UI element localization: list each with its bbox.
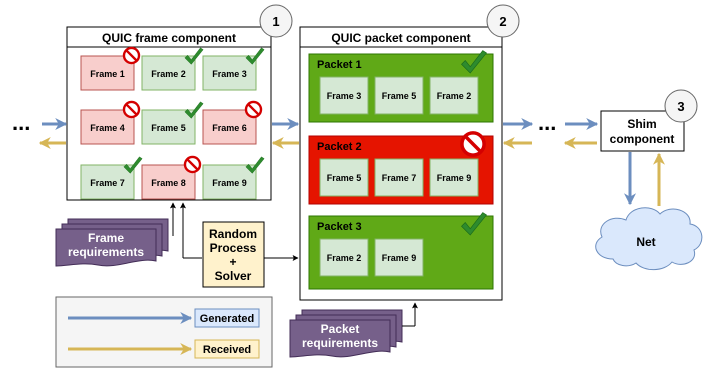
packet-stack: Packet 1 Frame 3 Frame 5 Frame 2 Packet 2 Fra… [308, 50, 494, 290]
svg-text:Frame: Frame [88, 231, 124, 245]
frame-label: Frame 1 [90, 69, 125, 79]
frame-box: Frame 3 [202, 47, 265, 91]
svg-text:Packet: Packet [321, 322, 360, 336]
frame-label: Frame 8 [151, 178, 186, 188]
legend-received-label: Received [203, 344, 251, 356]
packet-label: Packet 2 [317, 141, 362, 153]
ellipsis-left: ... [12, 110, 30, 135]
packet-box: Packet 3 Frame 2 Frame 9 [308, 212, 494, 290]
prohibited-icon [122, 46, 141, 65]
packet-frame-box [319, 238, 369, 277]
svg-text:3: 3 [677, 99, 684, 114]
frame-box: Frame 2 [141, 47, 204, 91]
packet-frame-label: Frame 3 [327, 91, 362, 101]
packet-frame-label: Frame 9 [382, 253, 417, 263]
legend-generated-label: Generated [200, 313, 254, 325]
packet-frame-box [429, 158, 479, 197]
frame-box: Frame 1 [80, 46, 141, 91]
frame-box: Frame 6 [202, 100, 263, 145]
solver-box: Random Process + Solver [202, 221, 265, 288]
prohibited-icon [244, 100, 263, 119]
net-cloud: Net [595, 207, 703, 271]
packet-component: QUIC packet component Packet 1 Frame 3 Fra… [299, 26, 503, 301]
packet-label: Packet 1 [317, 59, 362, 71]
frame-label: Frame 9 [212, 178, 247, 188]
legend: Generated Received [55, 296, 273, 368]
packet-frame-label: Frame 9 [437, 173, 472, 183]
packet-frame-box [319, 158, 369, 197]
svg-text:Shim: Shim [627, 117, 656, 131]
prohibited-icon [460, 131, 486, 157]
packet-frame-box [374, 158, 424, 197]
packet-frame-label: Frame 2 [327, 253, 362, 263]
packet-component-title: QUIC packet component [331, 31, 470, 45]
svg-text:Process: Process [210, 241, 257, 255]
badge-1: 1 [259, 4, 293, 38]
badge-2: 2 [486, 4, 520, 38]
packet-frame-box [374, 76, 424, 115]
frame-box: Frame 9 [202, 156, 265, 200]
packet-box: Packet 2 Frame 5 Frame 7 Frame 9 [308, 131, 494, 205]
prohibited-icon [183, 155, 202, 174]
packet-frame-label: Frame 7 [382, 173, 417, 183]
packet-box: Packet 1 Frame 3 Frame 5 Frame 2 [308, 50, 494, 123]
frame-box: Frame 4 [80, 100, 141, 145]
frame-label: Frame 5 [151, 123, 186, 133]
svg-text:Random: Random [209, 227, 257, 241]
frame-label: Frame 4 [90, 123, 125, 133]
svg-text:Solver: Solver [215, 269, 252, 283]
frame-box: Frame 5 [141, 101, 204, 145]
frame-label: Frame 3 [212, 69, 247, 79]
frame-box: Frame 8 [141, 155, 202, 200]
svg-text:requirements: requirements [302, 336, 378, 350]
frame-box: Frame 7 [80, 156, 143, 200]
packet-frame-box [374, 238, 424, 277]
packet-frame-box [429, 76, 479, 115]
prohibited-icon [122, 100, 141, 119]
svg-text:1: 1 [272, 14, 279, 29]
frame-requirements: Frame requirements [55, 218, 169, 267]
packet-frame-box [319, 76, 369, 115]
shim-component: Shim component [600, 110, 685, 152]
badge-3: 3 [664, 89, 698, 123]
frame-label: Frame 6 [212, 123, 247, 133]
frame-component-title: QUIC frame component [102, 31, 236, 45]
ellipsis-right: ... [538, 110, 556, 135]
packet-frame-label: Frame 5 [327, 173, 362, 183]
svg-text:Net: Net [636, 235, 655, 249]
frame-label: Frame 2 [151, 69, 186, 79]
frame-grid: Frame 1 Frame 2 Frame 3 Frame 4 Frame 5 Frame… [80, 46, 265, 200]
svg-text:requirements: requirements [68, 245, 144, 259]
svg-text:component: component [610, 132, 675, 146]
svg-text:2: 2 [499, 14, 506, 29]
packet-requirements: Packet requirements [289, 309, 403, 358]
frame-label: Frame 7 [90, 178, 125, 188]
packet-label: Packet 3 [317, 221, 362, 233]
packet-frame-label: Frame 5 [382, 91, 417, 101]
svg-text:+: + [229, 255, 236, 269]
packet-frame-label: Frame 2 [437, 91, 472, 101]
